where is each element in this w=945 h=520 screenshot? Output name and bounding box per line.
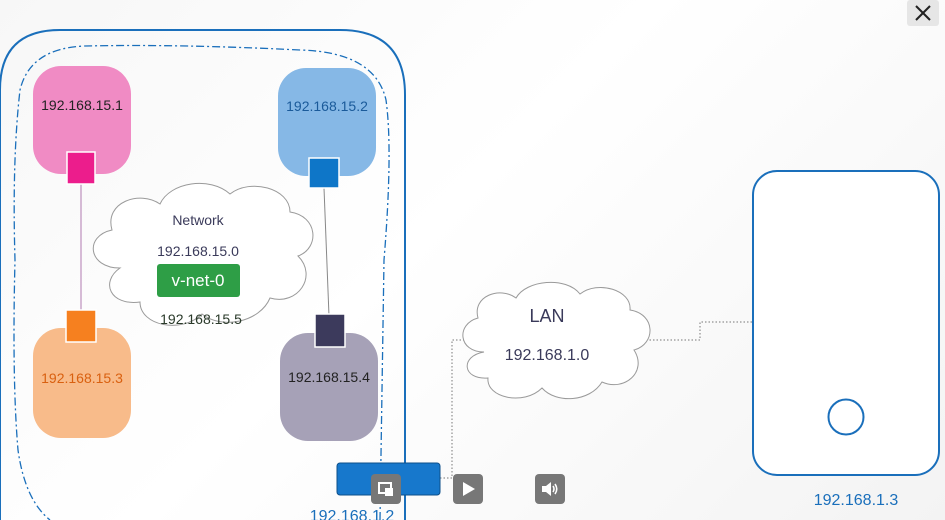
host-boundary — [0, 29, 406, 520]
volume-button[interactable] — [535, 474, 565, 504]
close-button[interactable] — [907, 0, 939, 26]
bridge-ip: 192.168.15.5 — [160, 311, 242, 327]
screen-capture-button[interactable] — [371, 474, 401, 504]
close-icon — [915, 5, 931, 21]
remote-host-button[interactable] — [827, 398, 865, 436]
remote-ip: 192.168.1.3 — [814, 492, 899, 509]
play-icon — [463, 482, 475, 496]
lan-cloud — [462, 281, 651, 400]
bridge-name: v-net-0 — [172, 271, 225, 290]
host-ip: 192.168.1.2 — [310, 508, 395, 520]
host-2-box[interactable] — [278, 68, 376, 176]
bridge-vnet0[interactable] — [157, 264, 240, 297]
host-1-box[interactable] — [33, 66, 131, 174]
link-eth0-lan — [440, 339, 468, 479]
screen-capture-icon — [378, 482, 393, 496]
network-subnet: 192.168.15.0 — [157, 243, 239, 259]
namespace-boundary — [13, 44, 390, 520]
network-cloud — [93, 182, 314, 326]
play-button[interactable] — [453, 474, 483, 504]
host-3-box[interactable] — [33, 328, 131, 438]
remote-host-box[interactable] — [752, 170, 940, 476]
link-h2-h4 — [323, 187, 330, 317]
host-3-port[interactable] — [65, 309, 97, 343]
host-2-ip: 192.168.15.2 — [286, 98, 368, 114]
lan-title: LAN — [529, 306, 564, 326]
volume-icon — [542, 482, 558, 496]
host-4-port[interactable] — [314, 313, 346, 348]
host-4-ip: 192.168.15.4 — [288, 369, 370, 385]
host-2-port[interactable] — [308, 157, 340, 189]
host-4-box[interactable] — [280, 333, 378, 441]
network-cloud-title: Network — [172, 212, 224, 228]
host-3-ip: 192.168.15.3 — [41, 370, 123, 386]
lan-subnet: 192.168.1.0 — [505, 347, 590, 364]
host-1-ip: 192.168.15.1 — [41, 97, 123, 113]
link-lan-remote — [646, 321, 752, 341]
host-1-port[interactable] — [66, 151, 96, 185]
